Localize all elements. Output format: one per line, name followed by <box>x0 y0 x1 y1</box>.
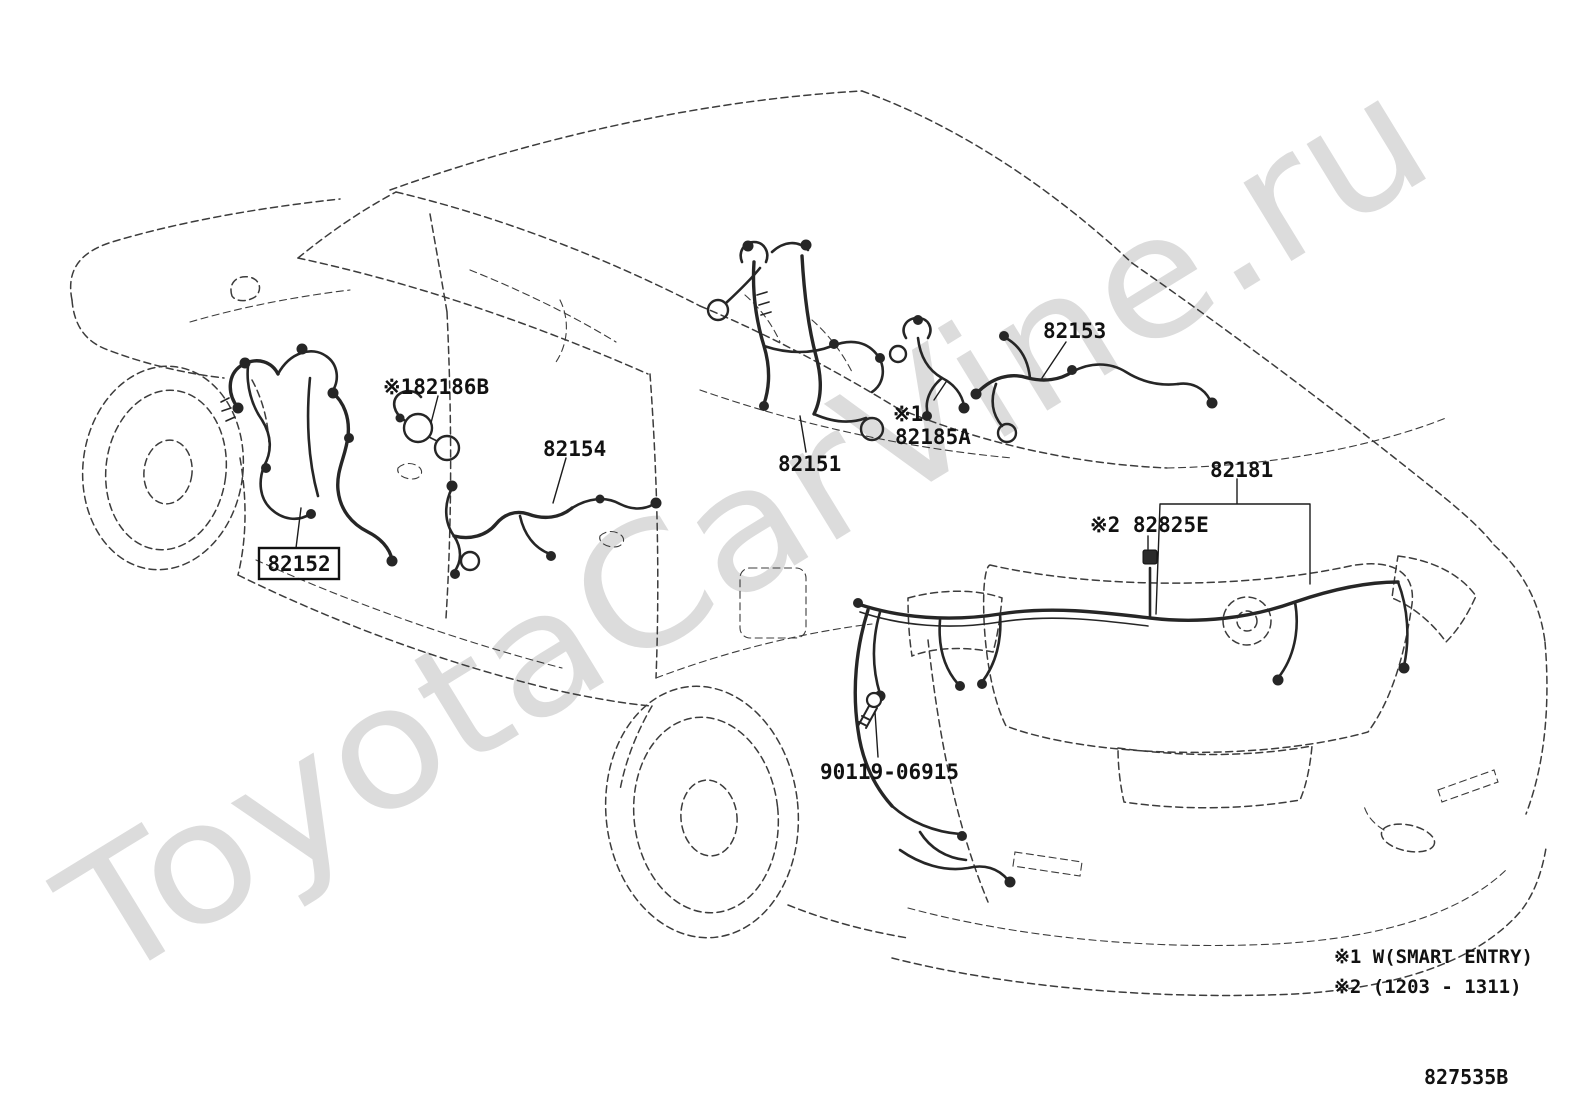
leader-90119 <box>874 711 879 758</box>
harness-82151-floor-wire <box>706 239 885 442</box>
part-label-90119-06915[interactable]: 90119-06915 <box>820 760 959 784</box>
part-label-82153[interactable]: 82153 <box>1043 319 1106 343</box>
harness-82181-luggage-room-wire <box>853 549 1410 888</box>
leader-82185a <box>933 381 947 401</box>
part-label-82152[interactable]: 82152 <box>267 552 330 576</box>
part-label-82825e[interactable]: ※2 82825E <box>1090 513 1209 537</box>
part-labels: ※182186B 82154 82151 ※1 82185A 82153 821… <box>257 319 1273 784</box>
part-label-82186b[interactable]: ※182186B <box>383 375 489 399</box>
leader-lines <box>295 341 1311 758</box>
footnote-date-range: ※2 (1203 - 1311) <box>1334 976 1522 998</box>
grommet-82186b <box>392 389 461 462</box>
part-label-82151[interactable]: 82151 <box>778 452 841 476</box>
leader-82186b <box>430 395 439 424</box>
part-label-82154[interactable]: 82154 <box>543 437 606 461</box>
harness-82153-roof-wire <box>970 331 1218 444</box>
leader-82153 <box>1041 341 1067 379</box>
footnote-smart-entry: ※1 W(SMART ENTRY) <box>1334 946 1533 968</box>
part-label-82185a[interactable]: 82185A <box>895 425 971 449</box>
harness-82152-front-door-wire <box>220 343 398 567</box>
diagram-code: 827535B <box>1424 1065 1508 1089</box>
leader-82152 <box>295 507 302 549</box>
leader-82151 <box>799 415 807 453</box>
part-label-82181[interactable]: 82181 <box>1210 458 1273 482</box>
bolt-90119-06915-icon <box>857 691 883 729</box>
watermark: ToyotaCarVine.ru <box>28 37 1461 1020</box>
leader-82181 <box>1155 478 1311 615</box>
part-label-82185a-mark: ※1 <box>893 402 923 426</box>
leader-82154 <box>552 457 567 504</box>
car-outline <box>70 90 1548 997</box>
harness-82185a-smart-entry-wire <box>888 315 970 421</box>
selected-part-box <box>257 546 341 581</box>
footnotes: ※1 W(SMART ENTRY) ※2 (1203 - 1311) <box>1334 946 1533 998</box>
connector-82825e <box>1142 549 1158 565</box>
harness-82154-rear-door-wire <box>444 480 662 579</box>
